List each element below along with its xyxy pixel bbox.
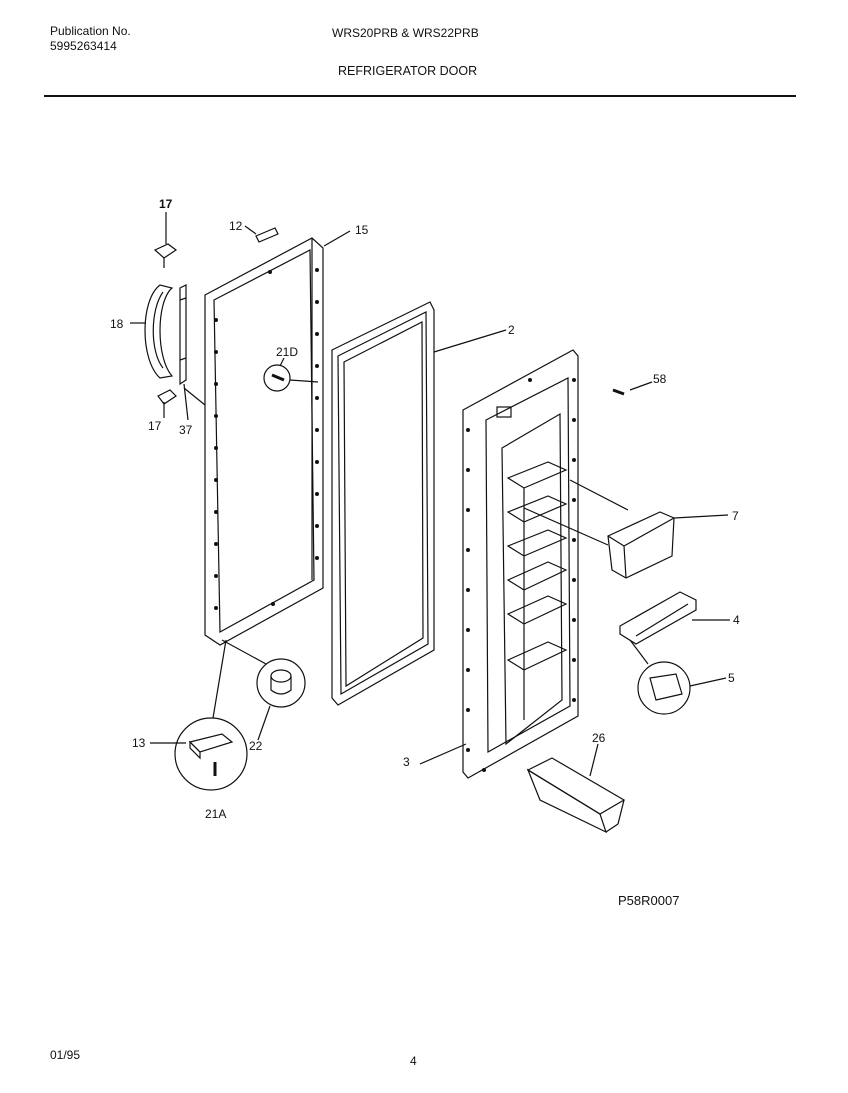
door-bin-7 [607,511,675,579]
callout-13: 13 [132,736,146,750]
callout-2: 2 [508,323,515,337]
hinge-detail-13 [174,717,248,791]
header-rule [44,95,796,97]
screw-detail-21d [263,364,291,392]
callout-21a: 21A [205,807,226,821]
callout-26: 26 [592,731,606,745]
callout-5: 5 [728,671,735,685]
outer-door-panel [204,237,324,646]
door-bin-26 [526,757,626,834]
callout-37: 37 [179,423,193,437]
door-gasket [331,301,435,706]
door-handle [144,284,174,379]
callout-21d: 21D [276,345,298,359]
callout-22: 22 [249,739,263,753]
callout-17-top: 17 [159,197,173,211]
callout-15: 15 [355,223,369,237]
screw-21d-icon [271,373,285,382]
figure-code: P58R0007 [618,893,680,908]
publication-label: Publication No. [50,24,131,38]
callout-3: 3 [403,755,410,769]
callout-17-bottom: 17 [148,419,162,433]
handle-cap-bottom [157,389,177,405]
trim-piece [255,227,279,243]
callout-7: 7 [732,509,739,523]
clip-detail-5 [637,661,691,715]
callout-18: 18 [110,317,124,331]
handle-cap-top [153,243,178,268]
publication-number: 5995263414 [50,39,117,53]
inner-door-liner [462,349,579,779]
screw-58-icon [612,388,625,396]
callout-12: 12 [229,219,243,233]
model-numbers: WRS20PRB & WRS22PRB [332,26,479,40]
footer-date: 01/95 [50,1048,81,1062]
page-number: 4 [410,1054,417,1068]
bushing-detail-22 [256,658,306,708]
shelf-rail-4 [619,591,697,645]
section-title: REFRIGERATOR DOOR [338,64,478,78]
callout-58: 58 [653,372,667,386]
handle-bracket [179,284,187,386]
callout-4: 4 [733,613,740,627]
